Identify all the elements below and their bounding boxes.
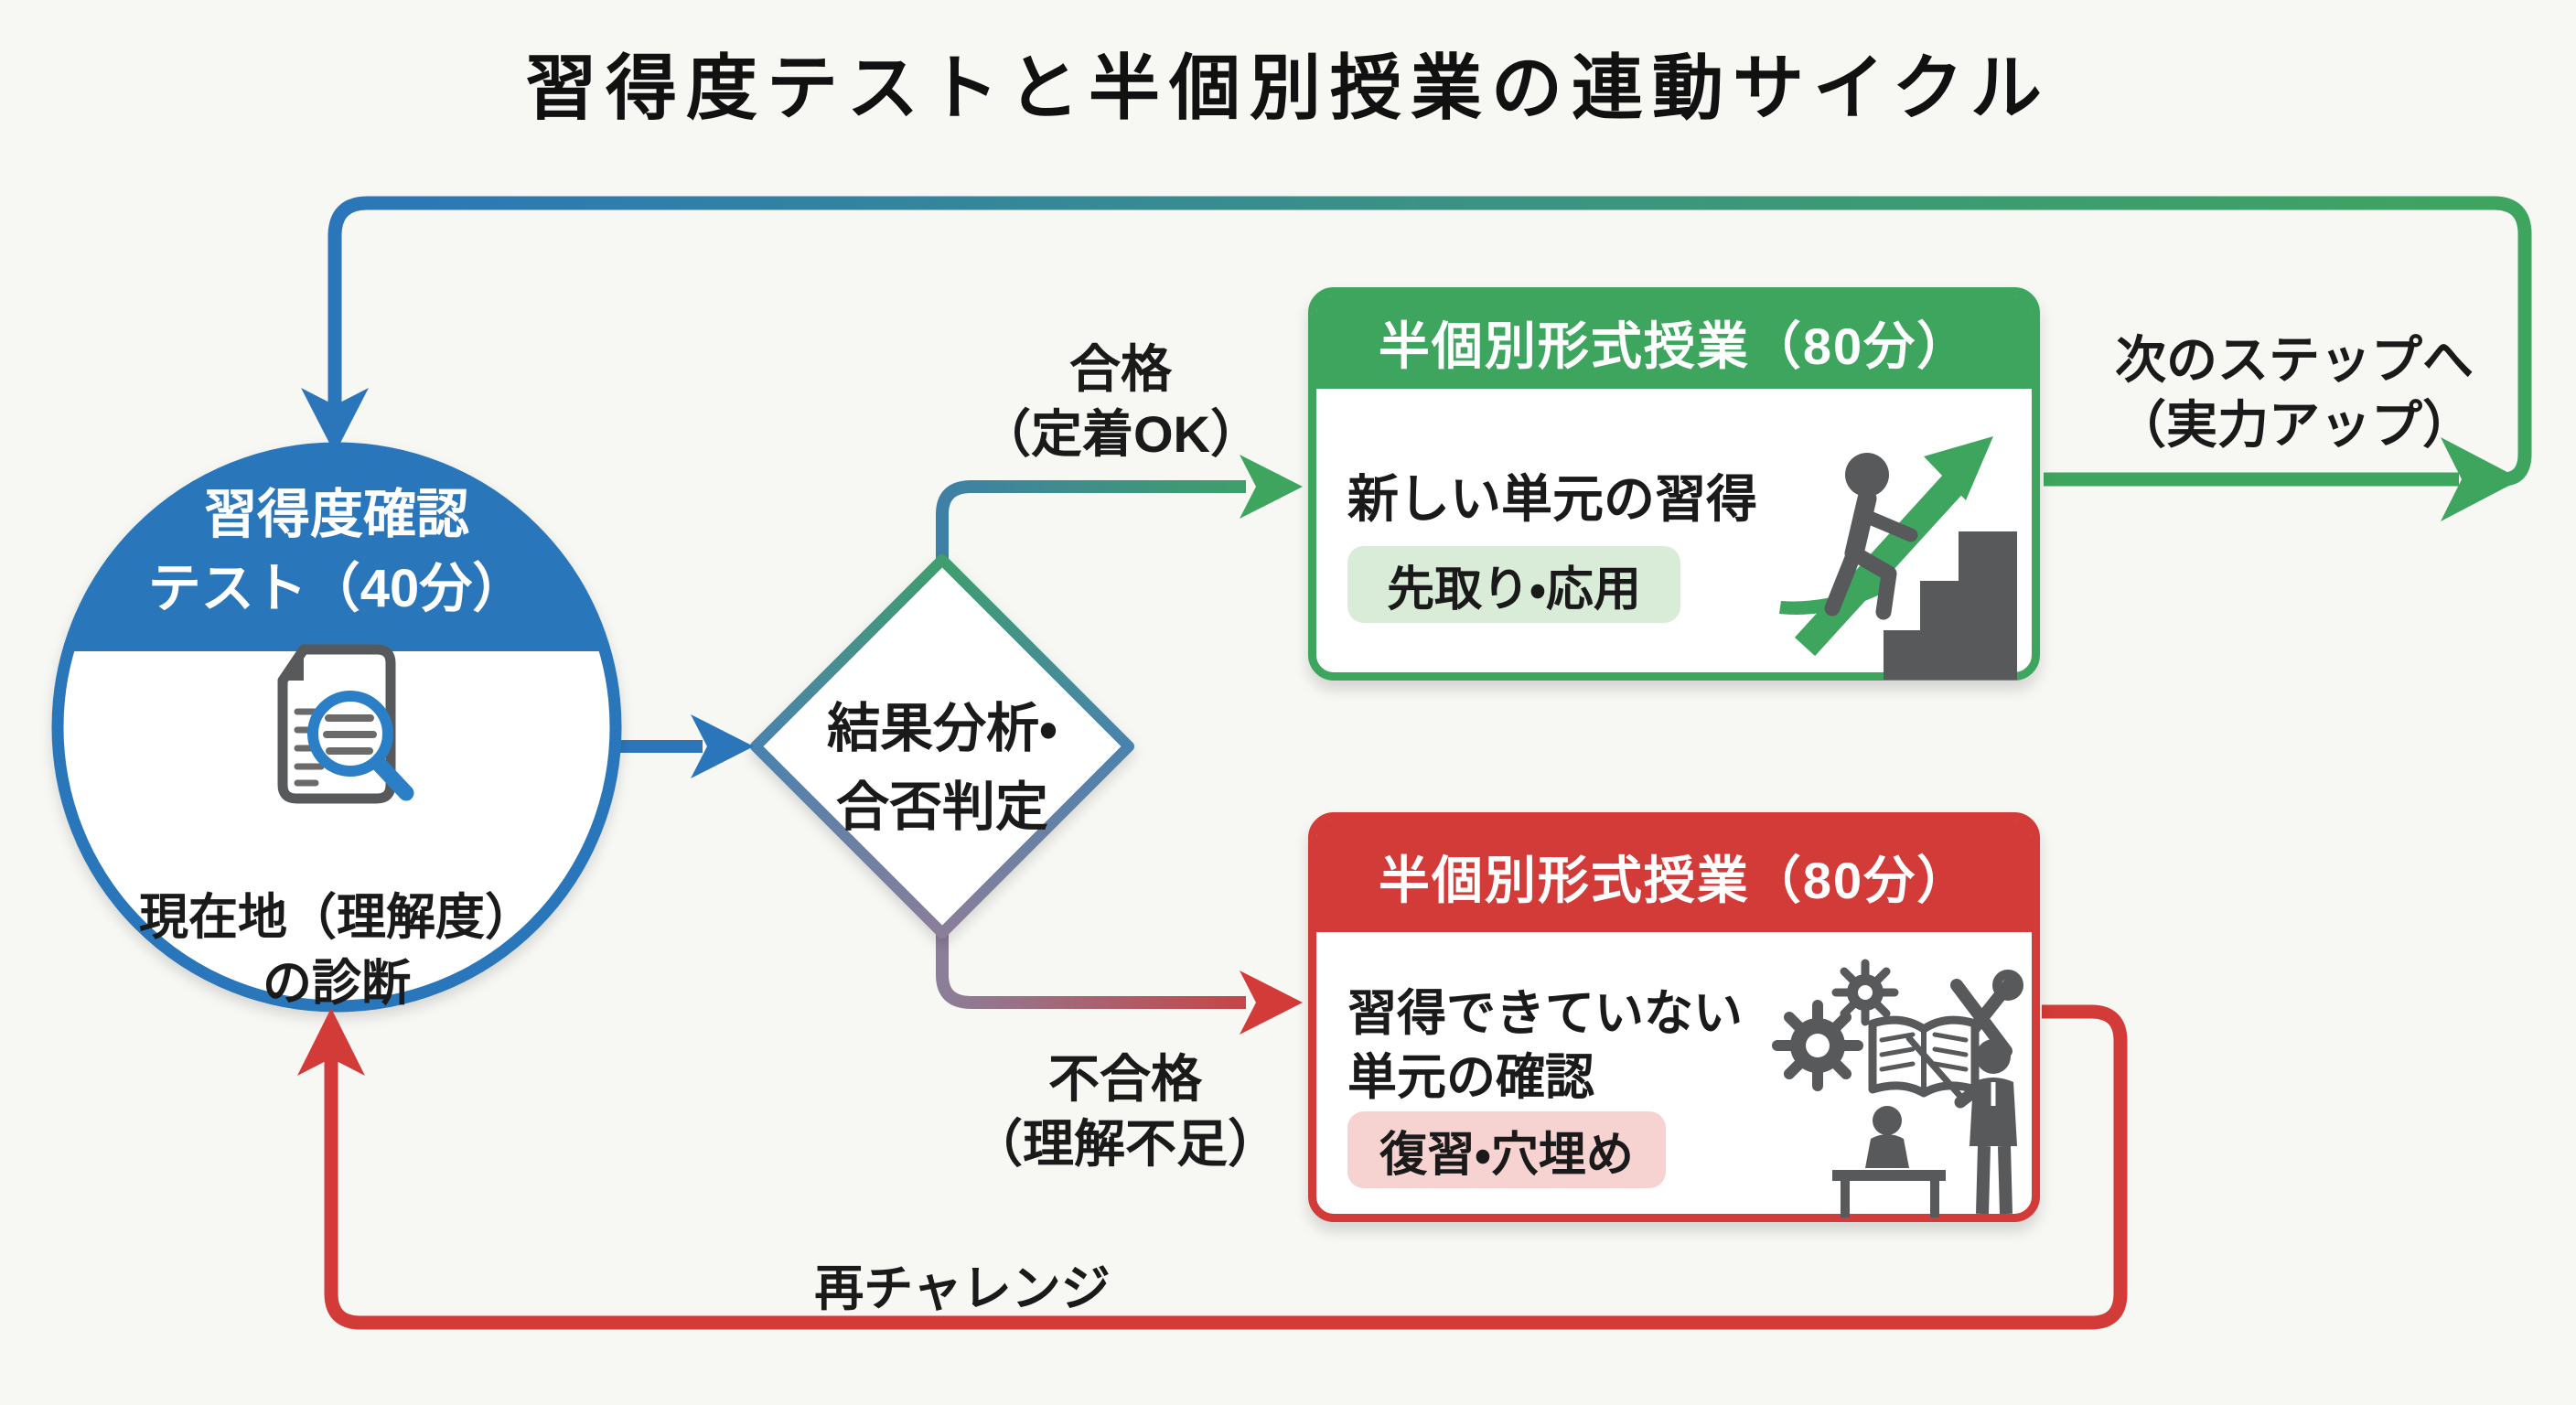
arrowhead-into-red-box [1240, 971, 1303, 1035]
loop-top-connector [327, 196, 2532, 487]
test-circle-heading-line1: 習得度確認 [203, 485, 470, 544]
test-circle-body-line1: 現在地（理解度） [139, 890, 534, 945]
pass-lesson-box: 半個別形式授業（80分） 新しい単元の習得 先取り・応用 [1308, 287, 2040, 681]
arrowhead-into-green-box [1240, 455, 1303, 519]
next-step-line2: （実力アップ） [2115, 396, 2474, 455]
arrowhead-down-into-circle [301, 388, 369, 454]
pass-connector [936, 480, 1246, 563]
test-circle-heading: 習得度確認 テスト（40分） [148, 477, 526, 626]
decision-line2: 合否判定 [835, 777, 1049, 837]
fail-label-line2: （理解不足） [971, 1115, 1279, 1174]
next-step-line1: 次のステップへ [2115, 331, 2474, 389]
arrowhead-up-into-circle [297, 1008, 365, 1076]
page-title: 習得度テストと半個別授業の連動サイクル [524, 48, 2052, 128]
test-circle-heading-line2: テスト（40分） [147, 559, 526, 619]
pass-label: 合格 （定着OK） [980, 337, 1261, 467]
fail-lesson-header: 半個別形式授業（80分） [1316, 820, 2032, 932]
retry-label: 再チャレンジ [814, 1261, 1111, 1316]
pass-lesson-header: 半個別形式授業（80分） [1316, 295, 2032, 389]
test-circle-body: 現在地（理解度） の診断 [139, 885, 534, 1017]
arrowhead-next-step [2441, 437, 2521, 521]
next-step-label: 次のステップへ （実力アップ） [2115, 327, 2474, 457]
fail-lesson-body-line2: 単元の確認 [1347, 1050, 1594, 1105]
fail-lesson-tag: 復習・穴埋め [1347, 1111, 1666, 1188]
arrowhead-into-diamond [691, 714, 754, 778]
test-circle-body-line2: の診断 [263, 955, 411, 1011]
stairs-up-icon [1774, 398, 2026, 684]
decision-line1: 結果分析・ [827, 699, 1057, 758]
pass-lesson-tag: 先取り・応用 [1347, 546, 1680, 623]
fail-connector [936, 929, 1246, 1009]
pass-label-line2: （定着OK） [980, 405, 1261, 464]
fail-lesson-body-line1: 習得できていない [1347, 986, 1743, 1041]
decision-diamond-label: 結果分析・ 合否判定 [827, 690, 1057, 847]
pass-label-line1: 合格 [1069, 340, 1172, 398]
fail-label: 不合格 （理解不足） [971, 1046, 1279, 1176]
document-magnifier-icon [243, 640, 435, 839]
fail-lesson-box: 半個別形式授業（80分） 習得できていない 単元の確認 復習・穴埋め [1308, 812, 2040, 1222]
retry-loop-connector [324, 1004, 2128, 1330]
decision-diamond-shape [750, 554, 1134, 938]
teaching-icon [1770, 945, 2041, 1224]
pass-lesson-body: 新しい単元の習得 [1347, 470, 1757, 528]
fail-label-line1: 不合格 [1048, 1050, 1202, 1108]
